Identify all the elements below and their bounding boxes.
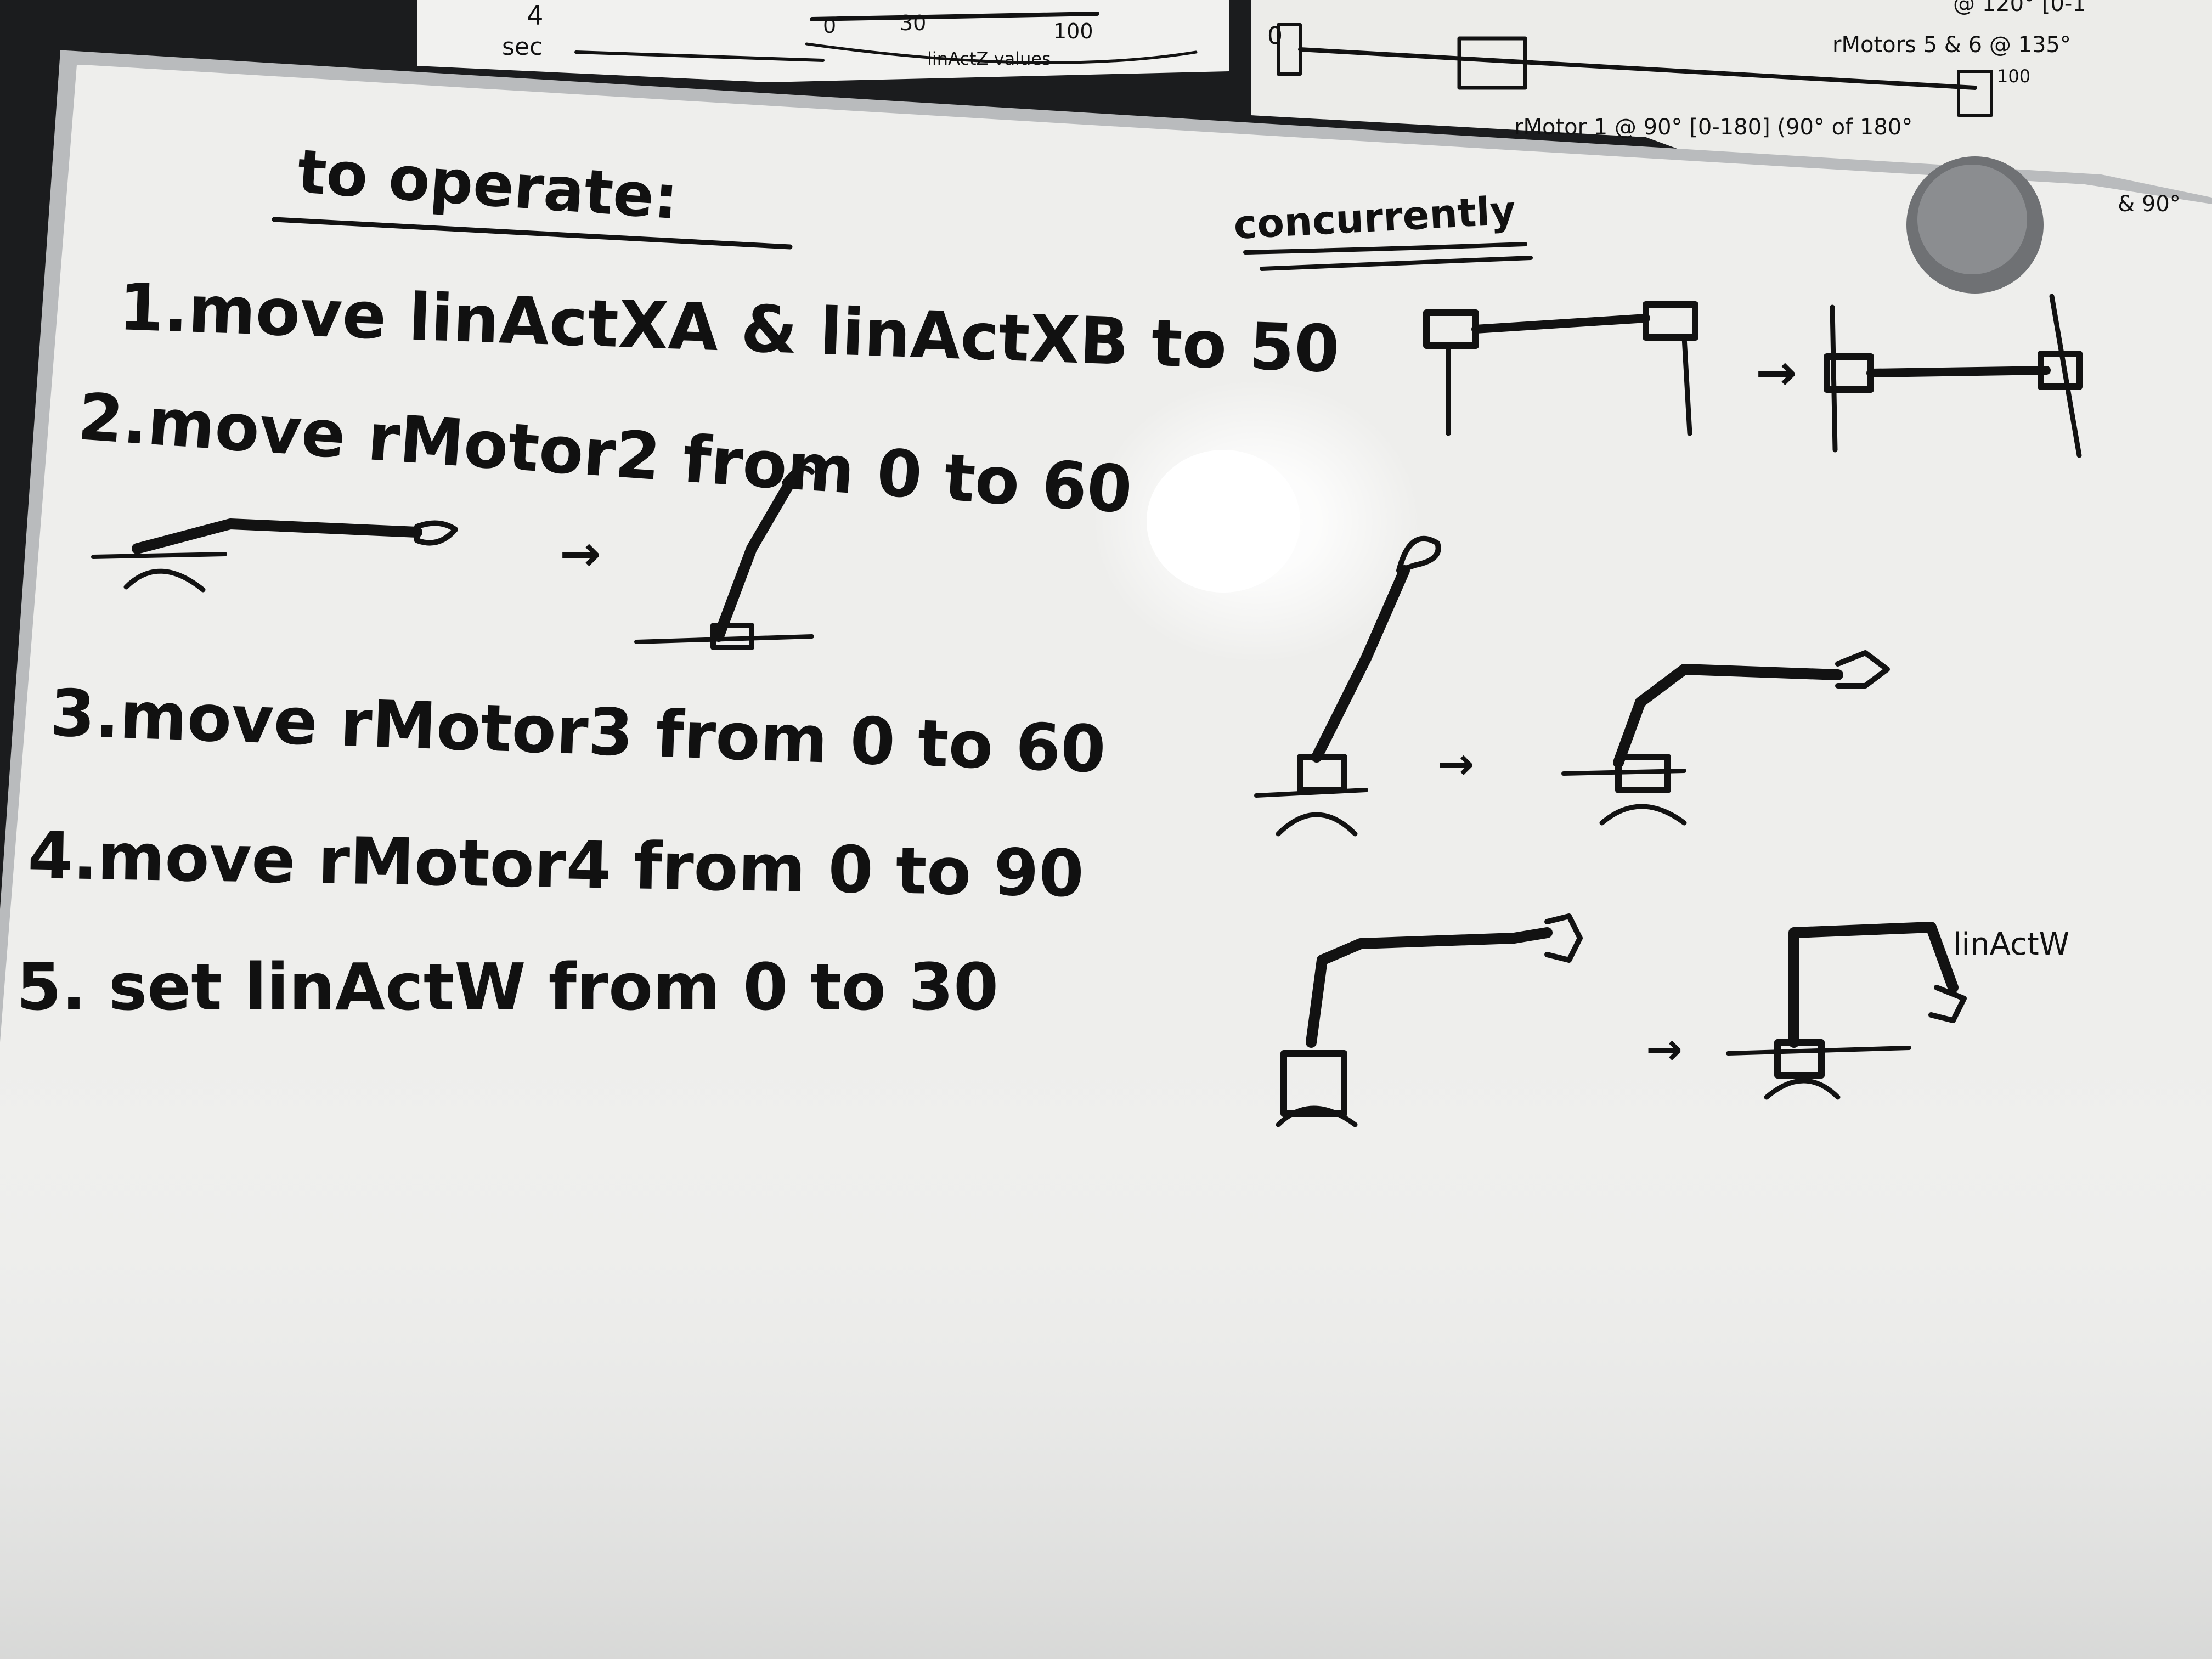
paper-note-4: rMotor 1 @ 90° [0-180] (90° of 180°: [1514, 115, 1912, 140]
board-shading: [0, 1042, 2212, 1659]
paper-note-5: & 90°: [2118, 191, 2181, 217]
arrow-1: →: [1756, 344, 1797, 402]
magnet-face: [1917, 165, 2027, 274]
step-5: 5. set linActW from 0 to 30: [16, 949, 998, 1025]
arrow-3: →: [1437, 738, 1474, 789]
paper-note-2: rMotors 5 & 6 @ 135°: [1832, 32, 2071, 58]
paper-tick-100: 100: [1053, 19, 1093, 43]
sketch-rmotor4: → linActW →: [1276, 913, 2069, 1127]
arrow-2: →: [560, 525, 601, 583]
paper-tick-30: 30: [900, 11, 926, 35]
paper-note-3: 100: [1997, 66, 2030, 87]
step-4: 4.move rMotor4 from 0 to 90: [27, 817, 1085, 912]
sketch-linear-actuators: →: [1423, 294, 2083, 458]
background-paper-right-text: 0 @ 120° [0-1 rMotors 5 & 6 @ 135° 100 r…: [1267, 0, 2181, 217]
sketch-label-linactw: linActW: [1953, 927, 2069, 962]
light-glare-core: [1147, 450, 1300, 592]
paper-left-marker: 0: [1267, 22, 1283, 50]
sketch-rmotor3: →: [1254, 535, 1890, 837]
sketch-rmotor2: →: [91, 465, 815, 650]
paper-note-1: @ 120° [0-1: [1953, 0, 2086, 16]
background-paper-left-text: 4 sec 0 30 100 linActZ values: [502, 1, 1198, 69]
paper-tick-0: 0: [823, 14, 836, 38]
paper-side-label-2: sec: [502, 33, 543, 61]
paper-side-label: 4: [527, 1, 544, 31]
arrow-4: →: [1646, 1024, 1683, 1075]
